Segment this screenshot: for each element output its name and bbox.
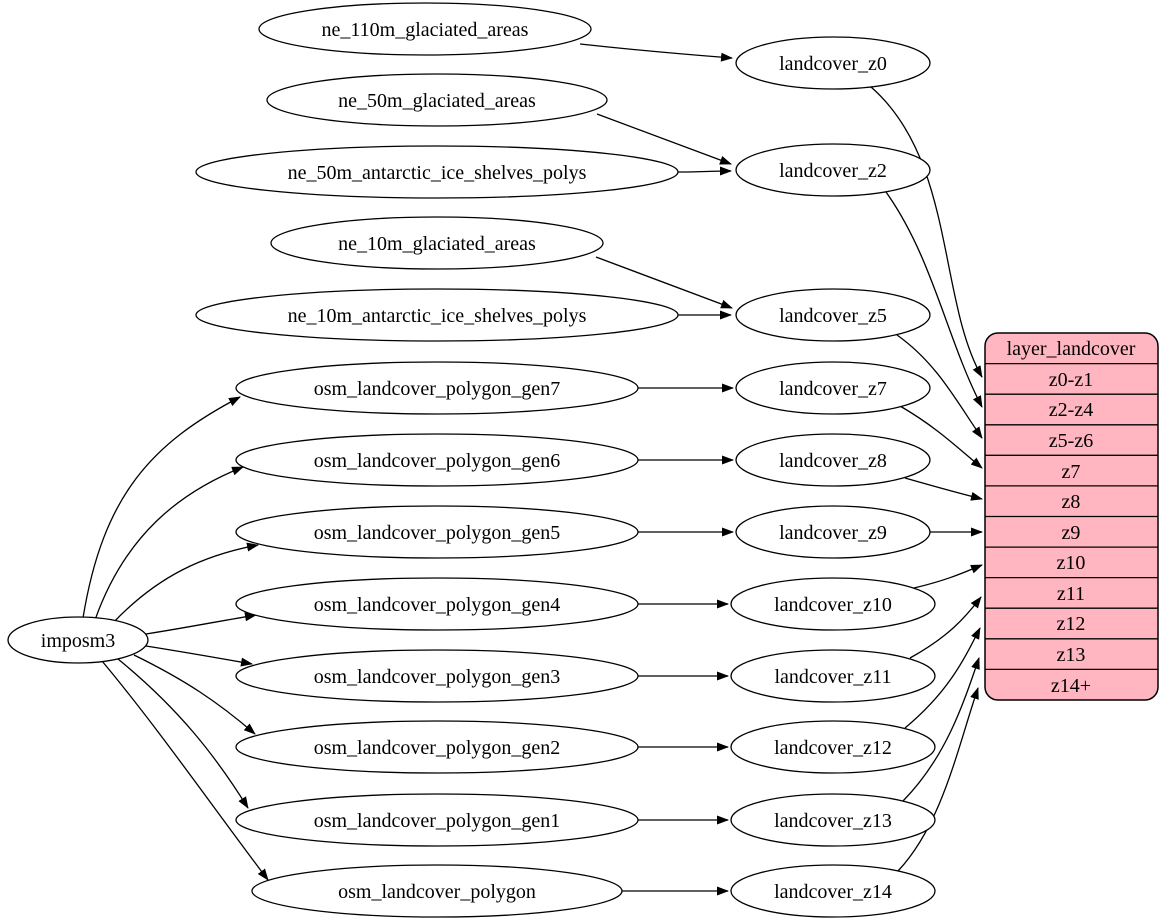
node-landcover-z14: landcover_z14 — [730, 864, 936, 918]
edge-z2-to-row-z2-z4 — [885, 191, 983, 408]
node-ne-10m-antarctic-ice-shelves-polys: ne_10m_antarctic_ice_shelves_polys — [195, 288, 679, 342]
table-row-z8: z8 — [1062, 491, 1081, 513]
node-label: landcover_z2 — [779, 160, 887, 182]
node-label: ne_10m_glaciated_areas — [338, 233, 536, 255]
table-row-z5-z6: z5-z6 — [1049, 430, 1093, 452]
node-label: landcover_z13 — [774, 810, 892, 832]
edge-z7-to-row-z7 — [899, 405, 983, 469]
edge-ne110m-to-z0 — [579, 43, 733, 62]
edge-z11-to-row-z11 — [909, 596, 982, 659]
imposm3-label: imposm3 — [41, 630, 115, 652]
table-row-z0-z1: z0-z1 — [1049, 369, 1093, 391]
node-landcover-z0: landcover_z0 — [735, 36, 931, 90]
node-landcover-z5: landcover_z5 — [735, 288, 931, 342]
node-label: ne_50m_antarctic_ice_shelves_polys — [288, 162, 587, 184]
node-osm-landcover-polygon-gen2: osm_landcover_polygon_gen2 — [235, 720, 639, 774]
edge-imposm3-to-gen1 — [117, 658, 249, 809]
edge-imposm3-to-gen4 — [145, 612, 257, 635]
node-osm-landcover-polygon-gen6: osm_landcover_polygon_gen6 — [235, 433, 639, 487]
node-label: landcover_z9 — [779, 522, 887, 544]
node-label: osm_landcover_polygon_gen4 — [314, 594, 561, 616]
node-landcover-z8: landcover_z8 — [735, 433, 931, 487]
node-label: osm_landcover_polygon_gen6 — [314, 450, 561, 472]
node-label: landcover_z5 — [779, 305, 887, 327]
edge-z12-to-row-z12 — [904, 627, 981, 729]
table-row-z14plus: z14+ — [1051, 675, 1091, 697]
node-landcover-z11: landcover_z11 — [730, 649, 936, 703]
table-row-z7: z7 — [1062, 461, 1081, 483]
node-label: ne_10m_antarctic_ice_shelves_polys — [288, 305, 587, 327]
node-landcover-z12: landcover_z12 — [730, 720, 936, 774]
edge-z0-to-row-z0-z1 — [870, 86, 983, 378]
edge-z5-to-row-z5-z6 — [896, 334, 983, 439]
node-ne-50m-antarctic-ice-shelves-polys: ne_50m_antarctic_ice_shelves_polys — [195, 145, 679, 199]
node-label: osm_landcover_polygon — [338, 881, 536, 903]
node-ne-10m-glaciated-areas: ne_10m_glaciated_areas — [270, 216, 604, 270]
imposm3-ellipse — [7, 616, 149, 664]
node-label: osm_landcover_polygon_gen3 — [314, 666, 561, 688]
edge-imposm3-to-gen3 — [145, 645, 253, 667]
node-landcover-z10: landcover_z10 — [730, 577, 936, 631]
node-label: osm_landcover_polygon_gen7 — [314, 378, 561, 400]
node-landcover-z2: landcover_z2 — [735, 143, 931, 197]
node-landcover-z13: landcover_z13 — [730, 793, 936, 847]
node-osm-landcover-polygon: osm_landcover_polygon — [251, 864, 623, 918]
node-imposm3: imposm3 — [7, 616, 149, 664]
edge-imposm3-to-gen2 — [133, 654, 256, 735]
edge-imposm3-to-gen6 — [94, 466, 244, 621]
edge-ne50m-antarctic-to-z2 — [677, 166, 732, 176]
node-label: landcover_z0 — [779, 53, 887, 75]
node-label: ne_50m_glaciated_areas — [338, 90, 536, 112]
node-landcover-z7: landcover_z7 — [735, 361, 931, 415]
table-row-z10: z10 — [1057, 552, 1086, 574]
edge-ne10m-glaciated-to-z5 — [595, 256, 733, 309]
edge-imposm3-to-gen7 — [82, 396, 241, 619]
table-row-z12: z12 — [1057, 613, 1086, 635]
table-row-z11: z11 — [1057, 583, 1085, 605]
node-osm-landcover-polygon-gen4: osm_landcover_polygon_gen4 — [235, 577, 639, 631]
node-ne-50m-glaciated-areas: ne_50m_glaciated_areas — [266, 73, 608, 127]
table-row-z13: z13 — [1057, 644, 1086, 666]
node-label: landcover_z10 — [774, 594, 892, 616]
table-row-z9: z9 — [1062, 522, 1081, 544]
node-label: osm_landcover_polygon_gen5 — [314, 522, 561, 544]
node-ne-110m-glaciated-areas: ne_110m_glaciated_areas — [258, 2, 592, 56]
node-label: landcover_z7 — [779, 378, 887, 400]
node-osm-landcover-polygon-gen1: osm_landcover_polygon_gen1 — [235, 793, 639, 847]
edge-z14-to-row-z14plus — [897, 687, 979, 872]
node-landcover-z9: landcover_z9 — [735, 505, 931, 559]
node-osm-landcover-polygon-gen5: osm_landcover_polygon_gen5 — [235, 505, 639, 559]
node-label: ne_110m_glaciated_areas — [322, 19, 529, 41]
node-osm-landcover-polygon-gen3: osm_landcover_polygon_gen3 — [235, 649, 639, 703]
edge-imposm3-to-polygon — [101, 660, 269, 881]
node-label: landcover_z11 — [775, 666, 892, 688]
edge-imposm3-to-gen5 — [111, 542, 259, 625]
node-osm-landcover-polygon-gen7: osm_landcover_polygon_gen7 — [235, 361, 639, 415]
edge-z13-to-row-z13 — [902, 657, 980, 802]
node-label: landcover_z12 — [774, 737, 892, 759]
node-label: landcover_z8 — [779, 450, 887, 472]
edge-z8-to-row-z8 — [904, 477, 983, 501]
edge-ne50m-glaciated-to-z2 — [596, 113, 732, 165]
table-title: layer_landcover — [1007, 338, 1136, 360]
table-layer-landcover: layer_landcover z0-z1 z2-z4 z5-z6 z7 z8 … — [984, 332, 1159, 701]
node-label: landcover_z14 — [774, 881, 892, 903]
node-label: osm_landcover_polygon_gen1 — [314, 810, 561, 832]
edge-layer — [82, 43, 983, 896]
edge-z10-to-row-z10 — [913, 564, 983, 589]
node-label: osm_landcover_polygon_gen2 — [314, 737, 561, 759]
table-row-z2-z4: z2-z4 — [1049, 399, 1093, 421]
